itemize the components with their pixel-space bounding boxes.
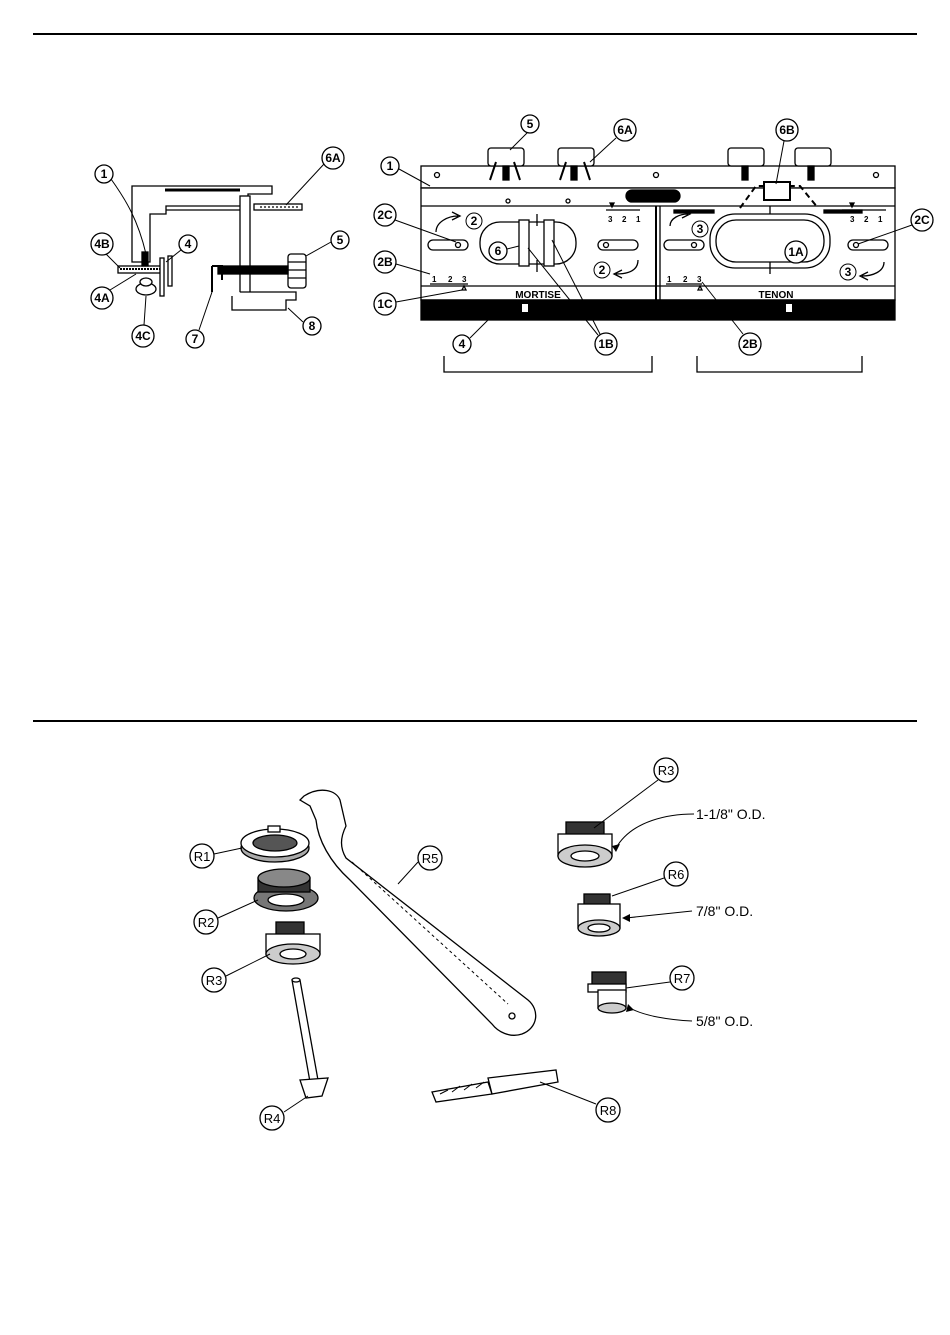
step-marker-3-bottom: 3 <box>840 264 856 280</box>
part-r2-bushing <box>254 869 318 911</box>
svg-text:1: 1 <box>667 275 672 284</box>
callout-4C-side: 4C <box>132 296 154 347</box>
svg-text:4B: 4B <box>94 237 110 251</box>
svg-text:1: 1 <box>387 159 394 173</box>
step-marker-3-top: 3 <box>692 221 708 237</box>
svg-text:2: 2 <box>864 215 869 224</box>
callout-6A-front: 6A <box>590 119 636 162</box>
svg-text:1: 1 <box>432 275 437 284</box>
svg-text:6: 6 <box>495 244 502 258</box>
jig-side-view <box>118 186 306 310</box>
label-r2: R2 <box>194 900 258 934</box>
od-label-r7: 5/8" O.D. <box>626 1004 753 1029</box>
svg-text:2: 2 <box>599 263 606 277</box>
svg-text:2: 2 <box>448 275 453 284</box>
label-r3-right: R3 <box>594 758 678 828</box>
callout-1A-front: 1A <box>785 241 807 263</box>
svg-text:2B: 2B <box>377 255 393 269</box>
svg-text:R6: R6 <box>668 867 685 882</box>
svg-text:1-1/8" O.D.: 1-1/8" O.D. <box>696 806 766 822</box>
part-r4-pin <box>292 978 328 1098</box>
svg-text:1C: 1C <box>377 297 393 311</box>
svg-text:1A: 1A <box>788 245 804 259</box>
svg-text:4A: 4A <box>94 291 110 305</box>
svg-text:2C: 2C <box>377 208 393 222</box>
part-r8-drill-bit <box>432 1070 558 1102</box>
part-r6-bushing <box>578 894 620 936</box>
svg-text:2: 2 <box>471 214 478 228</box>
mortise-bracket <box>444 356 652 372</box>
svg-text:5/8" O.D.: 5/8" O.D. <box>696 1013 753 1029</box>
label-r8: R8 <box>540 1082 620 1122</box>
part-r1-nut <box>241 826 309 862</box>
svg-text:R1: R1 <box>194 849 211 864</box>
od-label-r3: 1-1/8" O.D. <box>612 806 766 852</box>
callout-5-side: 5 <box>306 231 349 256</box>
od-label-r6: 7/8" O.D. <box>622 903 753 922</box>
svg-text:7/8" O.D.: 7/8" O.D. <box>696 903 753 919</box>
part-r3-right-bushing <box>558 822 612 867</box>
svg-text:6A: 6A <box>325 151 341 165</box>
svg-text:R3: R3 <box>658 763 675 778</box>
part-r5-wrench <box>300 790 536 1035</box>
callout-7-side: 7 <box>186 292 212 348</box>
callout-4B-side: 4B <box>91 233 120 268</box>
svg-text:8: 8 <box>309 319 316 333</box>
jig-front-view <box>421 148 895 320</box>
callout-4A-side: 4A <box>91 274 136 309</box>
svg-text:4C: 4C <box>135 329 151 343</box>
svg-text:1: 1 <box>636 215 641 224</box>
svg-text:3: 3 <box>845 265 852 279</box>
svg-text:3: 3 <box>462 275 467 284</box>
tenon-bracket <box>697 356 862 372</box>
step-marker-2-top: 2 <box>466 213 482 229</box>
svg-text:1B: 1B <box>598 337 614 351</box>
svg-text:3: 3 <box>697 222 704 236</box>
callout-4-side: 4 <box>166 235 197 262</box>
svg-text:3: 3 <box>850 215 855 224</box>
svg-text:7: 7 <box>192 332 199 346</box>
svg-text:R5: R5 <box>422 851 439 866</box>
svg-text:4: 4 <box>459 337 466 351</box>
svg-text:1: 1 <box>878 215 883 224</box>
svg-text:R2: R2 <box>198 915 215 930</box>
step-marker-2-bottom: 2 <box>594 262 610 278</box>
svg-text:1: 1 <box>101 167 108 181</box>
mortise-label: MORTISE <box>515 290 561 301</box>
svg-text:3: 3 <box>697 275 702 284</box>
svg-text:6A: 6A <box>617 123 633 137</box>
svg-text:3: 3 <box>608 215 613 224</box>
svg-text:R7: R7 <box>674 971 691 986</box>
label-r5: R5 <box>398 846 442 884</box>
svg-text:2C: 2C <box>914 213 930 227</box>
svg-text:5: 5 <box>337 233 344 247</box>
callout-8-side: 8 <box>288 308 321 335</box>
svg-text:2B: 2B <box>742 337 758 351</box>
callout-5-front: 5 <box>510 115 539 150</box>
svg-text:R4: R4 <box>264 1111 281 1126</box>
label-r7: R7 <box>626 966 694 990</box>
svg-text:6B: 6B <box>779 123 795 137</box>
svg-text:4: 4 <box>185 237 192 251</box>
part-r3-left-bushing <box>266 922 320 964</box>
part-r7-bushing <box>588 972 626 1013</box>
svg-text:5: 5 <box>527 117 534 131</box>
label-r1: R1 <box>190 844 242 868</box>
tenon-label: TENON <box>759 290 794 301</box>
label-r6: R6 <box>612 862 688 896</box>
label-r3-left: R3 <box>202 954 270 992</box>
svg-text:R3: R3 <box>206 973 223 988</box>
svg-text:2: 2 <box>683 275 688 284</box>
svg-text:2: 2 <box>622 215 627 224</box>
svg-text:R8: R8 <box>600 1103 617 1118</box>
label-r4: R4 <box>260 1096 308 1130</box>
callout-4-front: 4 <box>453 320 488 353</box>
callout-6A-side: 6A <box>286 147 344 205</box>
